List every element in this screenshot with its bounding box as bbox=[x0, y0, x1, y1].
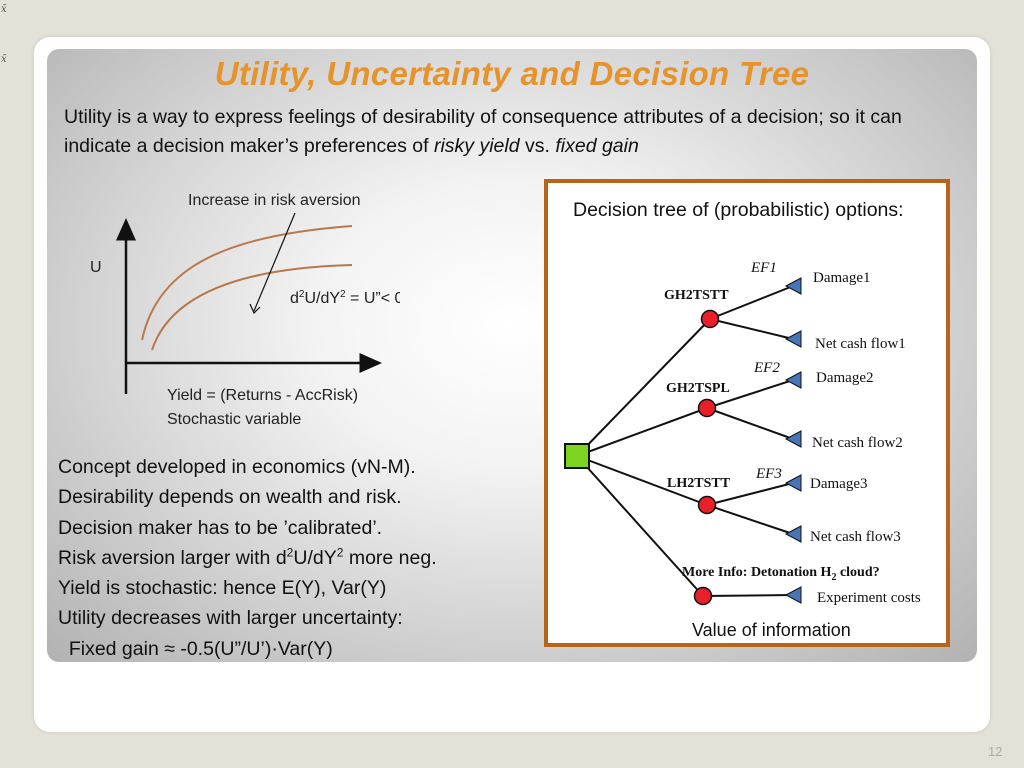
end-node-triangle-icon bbox=[784, 330, 802, 348]
chance-node-gh2tspl bbox=[697, 398, 717, 418]
slide-title: Utility, Uncertainty and Decision Tree bbox=[214, 55, 810, 92]
end-nodes bbox=[784, 277, 802, 604]
concept-line: Concept developed in economics (vN-M). bbox=[58, 456, 416, 478]
concept-line: Fixed gain ≈ -0.5(U”/U’)·Var(Y) bbox=[58, 637, 333, 660]
utility-curve-low-aversion bbox=[141, 225, 353, 341]
outcome-damage: Damage2 bbox=[816, 370, 873, 386]
utility-curve-chart: Increase in risk aversion U d2U/dY2 = U”… bbox=[90, 192, 400, 428]
page-number: 12 bbox=[988, 744, 1003, 759]
chance-node-more-info bbox=[693, 586, 713, 606]
chance-node-lh2tstt bbox=[697, 495, 717, 515]
decision-tree-heading: Decision tree of (probabilistic) options… bbox=[573, 199, 904, 221]
intro-text: Utility is a way to express feelings of … bbox=[64, 106, 902, 157]
outcome-net-cash-flow: Net cash flow3 bbox=[810, 529, 901, 545]
intro-text-vs: vs. bbox=[519, 135, 556, 157]
concept-line: Utility decreases with larger uncertaint… bbox=[58, 607, 403, 630]
decision-node bbox=[564, 443, 590, 469]
end-node-triangle-icon bbox=[784, 430, 802, 448]
concept-line: Yield is stochastic: hence E(Y), Var(Y) bbox=[58, 577, 387, 600]
outcome-damage: Damage3 bbox=[810, 476, 867, 492]
margin-glyph: x̄ bbox=[1, 54, 7, 65]
outcome-net-cash-flow: Net cash flow2 bbox=[812, 435, 903, 451]
value-of-information-label: Value of information bbox=[692, 620, 851, 640]
outcome-damage: Damage1 bbox=[813, 270, 870, 286]
utility-curve-high-aversion bbox=[151, 264, 353, 351]
x-axis-label-line2: Stochastic variable bbox=[167, 411, 301, 428]
tree-branches bbox=[576, 285, 794, 597]
decision-tree-diagram: GH2TSTT EF1 Damage1 Net cash flow1 GH2TS… bbox=[564, 260, 921, 606]
intro-risky-yield: risky yield bbox=[433, 135, 520, 157]
intro-paragraph: Utility is a way to express feelings of … bbox=[64, 103, 964, 161]
x-axis-label-line1: Yield = (Returns - AccRisk) bbox=[167, 387, 358, 404]
option-name: GH2TSTT bbox=[664, 288, 729, 303]
option-ef-label: EF3 bbox=[755, 466, 782, 482]
option-ef-label: EF2 bbox=[753, 360, 780, 376]
option-ef-label: EF1 bbox=[750, 260, 777, 276]
decision-tree-box bbox=[544, 179, 950, 647]
end-node-triangle-icon bbox=[784, 371, 802, 389]
concept-line: Decision maker has to be ’calibrated’. bbox=[58, 516, 383, 539]
margin-glyph: x̄ bbox=[1, 4, 7, 15]
chance-node-gh2tstt bbox=[700, 309, 720, 329]
end-node-triangle-icon bbox=[784, 474, 802, 492]
option-name: GH2TSPL bbox=[666, 381, 730, 396]
concept-line: Desirability depends on wealth and risk. bbox=[58, 486, 402, 509]
option-name: LH2TSTT bbox=[667, 476, 731, 491]
end-node-triangle-icon bbox=[784, 586, 802, 604]
outcome-net-cash-flow: Net cash flow1 bbox=[815, 336, 906, 352]
risk-aversion-pointer bbox=[253, 212, 296, 312]
pointer-arrowhead-icon bbox=[249, 303, 261, 315]
concept-line: Risk aversion larger with d2U/dY2 more n… bbox=[58, 545, 437, 569]
more-info-option: More Info: Detonation H2 cloud? bbox=[682, 565, 880, 583]
end-node-triangle-icon bbox=[784, 277, 802, 295]
outcome-experiment-costs: Experiment costs bbox=[817, 590, 921, 606]
intro-fixed-gain: fixed gain bbox=[555, 135, 639, 157]
curve-annotation: Increase in risk aversion bbox=[188, 192, 361, 209]
y-axis-label: U bbox=[90, 259, 102, 276]
risk-aversion-formula: d2U/dY2 = U”< 0 bbox=[290, 289, 400, 307]
concept-list: Concept developed in economics (vN-M). D… bbox=[58, 452, 437, 664]
end-node-triangle-icon bbox=[784, 525, 802, 543]
